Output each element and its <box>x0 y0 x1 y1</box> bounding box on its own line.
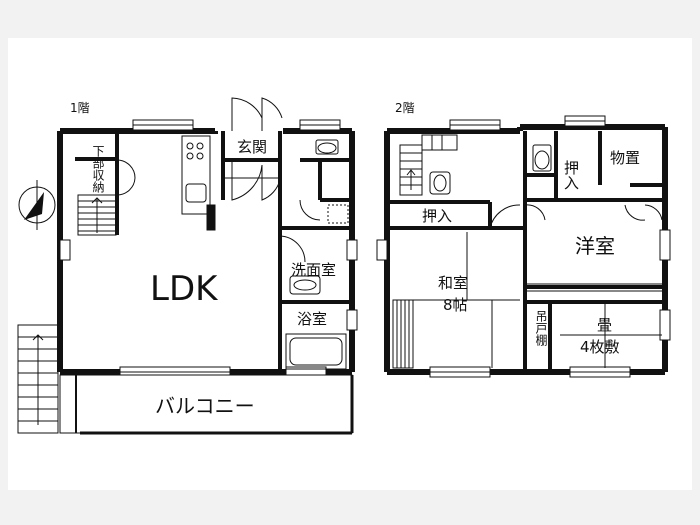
western-room-closet <box>525 283 665 292</box>
washroom-sink <box>289 275 321 295</box>
japanese-room-label: 和室 <box>438 274 468 292</box>
kitchen-counter <box>181 135 216 231</box>
tatami-room-lines <box>560 302 662 368</box>
tatami-label: 畳 <box>597 316 612 334</box>
tokonoma-hatch <box>392 299 414 369</box>
entrance-door <box>223 97 283 201</box>
compass-icon <box>18 180 56 230</box>
second-floor-doors <box>489 204 663 229</box>
exterior-stairs <box>17 324 59 434</box>
second-floor-sink <box>429 171 451 195</box>
first-floor-interior-walls <box>75 131 352 372</box>
first-floor-windows <box>59 119 358 378</box>
closet-hall-label: 押入 <box>422 207 452 225</box>
second-floor-toilet <box>532 144 552 172</box>
japanese-room-tatami-lines <box>413 232 520 368</box>
second-floor <box>376 115 671 378</box>
storage-label: 下部収納 <box>91 145 105 193</box>
first-floor-label: 1階 <box>70 100 90 115</box>
balcony-label: バルコニー <box>155 394 255 418</box>
storeroom-label: 物置 <box>610 149 640 167</box>
ldk-label: LDK <box>150 269 219 309</box>
second-floor-windows <box>376 115 671 378</box>
washing-machine-space <box>327 204 349 224</box>
washroom-label: 洗面室 <box>291 261 336 279</box>
second-floor-stairs <box>399 134 458 196</box>
bathroom-label: 浴室 <box>297 310 327 328</box>
second-floor-interior-walls <box>387 131 665 372</box>
toilet-fixture <box>315 139 339 155</box>
closet-small-label: 押入 <box>562 160 580 190</box>
storage-door <box>116 159 136 196</box>
japanese-room-size-label: 8帖 <box>443 296 468 314</box>
second-floor-label: 2階 <box>395 100 415 115</box>
balcony <box>59 372 354 435</box>
tatami-count-label: 4枚敷 <box>580 338 620 356</box>
washroom-door <box>279 199 321 263</box>
bathtub <box>285 333 347 370</box>
first-floor <box>17 97 358 435</box>
western-room-label: 洋室 <box>575 234 615 258</box>
first-floor-stairs <box>77 194 117 236</box>
entrance-label: 玄関 <box>237 138 267 156</box>
hanging-shelf-label: 吊戸棚 <box>534 310 548 347</box>
